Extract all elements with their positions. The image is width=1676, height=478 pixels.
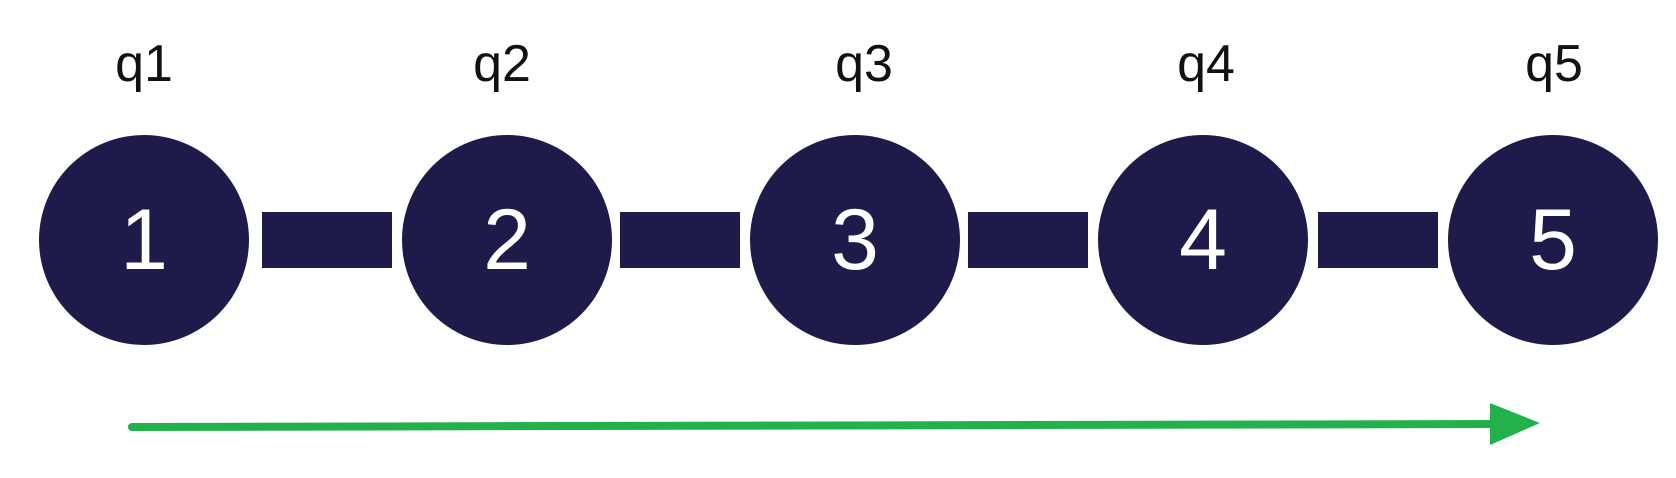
link-1-2 <box>262 212 392 268</box>
node-1: 1 <box>39 135 249 345</box>
node-5: 5 <box>1448 135 1658 345</box>
node-4: 4 <box>1098 135 1308 345</box>
node-label-q2: q2 <box>473 35 531 93</box>
node-number: 2 <box>483 192 531 288</box>
node-label-q1: q1 <box>115 35 173 93</box>
node-number: 1 <box>120 192 168 288</box>
link-3-4 <box>968 212 1088 268</box>
node-label-q5: q5 <box>1525 35 1583 93</box>
node-number: 3 <box>831 192 879 288</box>
direction-arrow <box>128 395 1548 455</box>
node-label-q3: q3 <box>835 35 893 93</box>
node-3: 3 <box>750 135 960 345</box>
node-2: 2 <box>402 135 612 345</box>
node-number: 4 <box>1179 192 1227 288</box>
arrow-right-icon <box>128 403 1540 445</box>
node-label-q4: q4 <box>1177 35 1235 93</box>
link-4-5 <box>1318 212 1438 268</box>
node-number: 5 <box>1529 192 1577 288</box>
link-2-3 <box>620 212 740 268</box>
